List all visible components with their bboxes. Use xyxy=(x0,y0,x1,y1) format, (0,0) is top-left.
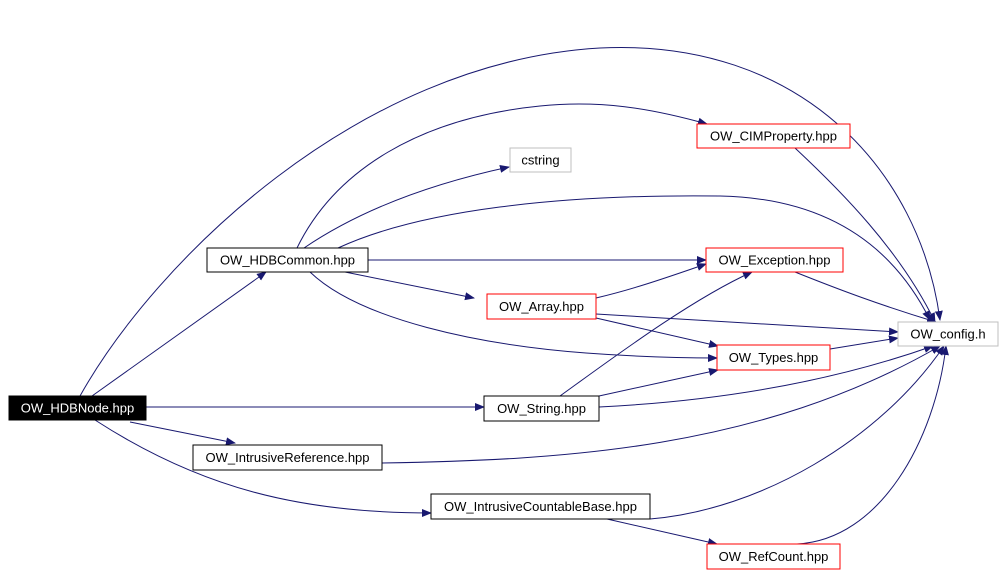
node-box xyxy=(192,444,383,471)
node-box xyxy=(716,344,831,371)
node-exception[interactable]: OW_Exception.hpp xyxy=(705,247,844,273)
node-refcount[interactable]: OW_RefCount.hpp xyxy=(706,543,841,570)
node-label: OW_CIMProperty.hpp xyxy=(710,129,837,144)
edge-hdbcommon-to-cstring xyxy=(303,164,510,249)
edge-array-to-types xyxy=(595,317,719,348)
edges-layer xyxy=(79,46,949,546)
node-cstring: cstring xyxy=(509,147,572,173)
node-countablebase: OW_IntrusiveCountableBase.hpp xyxy=(430,493,651,520)
node-config: OW_config.h xyxy=(897,321,999,347)
node-box xyxy=(8,395,147,421)
edge-string-to-types xyxy=(598,368,719,397)
edge-string-to-config xyxy=(598,345,934,408)
edge-hdbnode-to-hdbcommon xyxy=(91,271,267,397)
edge-array-to-config xyxy=(595,313,899,336)
node-label: cstring xyxy=(521,153,559,168)
node-box xyxy=(206,247,369,273)
node-array[interactable]: OW_Array.hpp xyxy=(486,293,597,320)
node-hdbnode: OW_HDBNode.hpp xyxy=(8,395,147,421)
node-label: OW_String.hpp xyxy=(497,401,586,416)
node-label: OW_IntrusiveCountableBase.hpp xyxy=(444,499,637,514)
node-label: OW_IntrusiveReference.hpp xyxy=(205,450,369,465)
node-box xyxy=(706,543,841,570)
node-box xyxy=(696,123,851,149)
node-hdbcommon: OW_HDBCommon.hpp xyxy=(206,247,369,273)
edge-refcount-to-config xyxy=(796,345,949,545)
node-box xyxy=(509,147,572,173)
node-box xyxy=(483,395,600,422)
node-label: OW_Types.hpp xyxy=(729,350,819,365)
node-label: OW_HDBNode.hpp xyxy=(21,401,134,416)
node-string: OW_String.hpp xyxy=(483,395,600,422)
edge-hdbnode-to-countablebase xyxy=(94,419,432,517)
edge-array-to-exception xyxy=(595,263,707,299)
edge-hdbnode-to-intrusiveref xyxy=(129,421,236,446)
edge-hdbcommon-to-types xyxy=(309,271,718,362)
edge-cimproperty-to-config xyxy=(794,147,936,323)
edge-exception-to-config xyxy=(794,271,937,324)
edge-countablebase-to-refcount xyxy=(606,518,718,546)
node-label: OW_RefCount.hpp xyxy=(719,549,829,564)
node-label: OW_config.h xyxy=(910,327,985,342)
edge-countablebase-to-config xyxy=(649,345,945,520)
edge-hdbcommon-to-cimproperty xyxy=(296,103,708,249)
nodes-layer: OW_HDBNode.hpp OW_HDBCommon.hpp OW_CIMProp… xyxy=(8,123,999,570)
edge-hdbnode-to-config xyxy=(79,46,943,397)
node-label: OW_HDBCommon.hpp xyxy=(220,253,355,268)
edge-types-to-config xyxy=(829,335,899,350)
node-label: OW_Array.hpp xyxy=(499,299,584,314)
node-label: OW_Exception.hpp xyxy=(718,253,830,268)
edge-intrusiveref-to-config xyxy=(381,345,941,464)
edge-string-to-exception xyxy=(559,271,753,397)
node-box xyxy=(705,247,844,273)
node-cimproperty[interactable]: OW_CIMProperty.hpp xyxy=(696,123,851,149)
node-types[interactable]: OW_Types.hpp xyxy=(716,344,831,371)
node-box xyxy=(430,493,651,520)
node-intrusiveref: OW_IntrusiveReference.hpp xyxy=(192,444,383,471)
edge-hdbcommon-to-config xyxy=(337,195,931,321)
node-box xyxy=(486,293,597,320)
edge-hdbcommon-to-array xyxy=(344,271,475,301)
node-box xyxy=(897,321,999,347)
